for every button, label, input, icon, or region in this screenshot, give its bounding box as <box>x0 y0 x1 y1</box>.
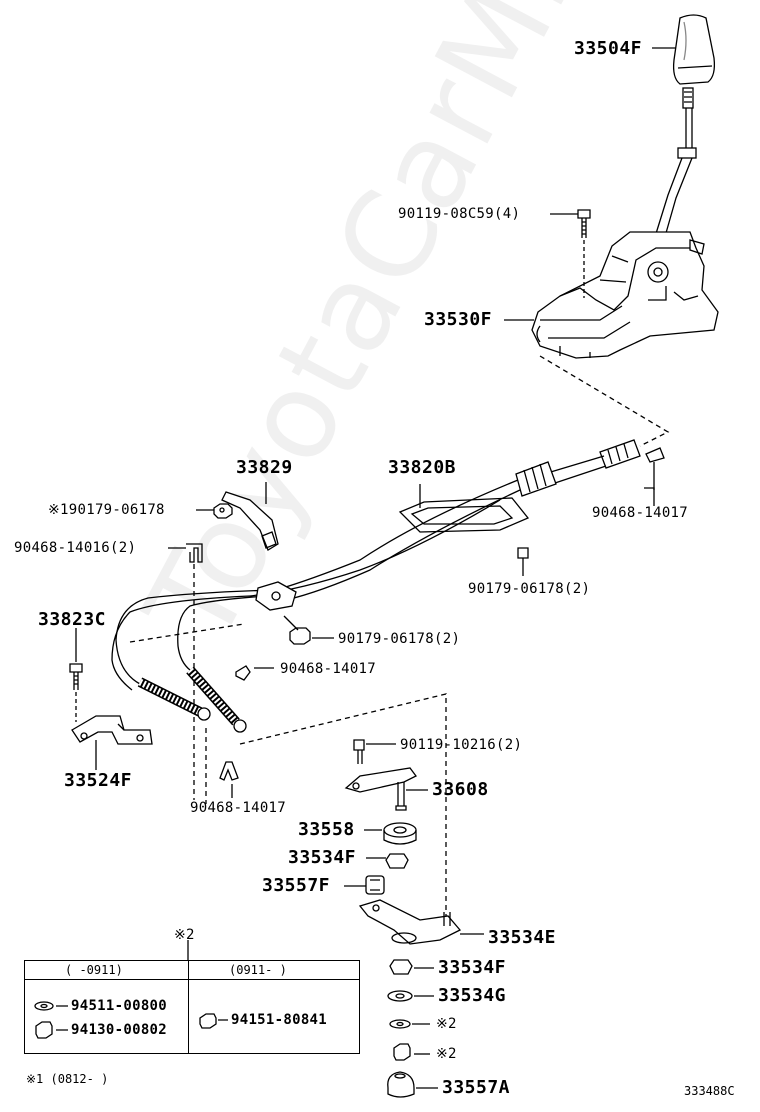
nut-right-part <box>517 547 529 576</box>
shift-knob-part <box>653 14 716 241</box>
bolt-lever-part <box>353 739 396 764</box>
bushing-33534f-a-part <box>366 853 409 869</box>
lever-33534e-part <box>358 899 484 945</box>
label-clip-right: 90468-14017 <box>592 505 689 521</box>
label-cable-assy: 33820B <box>388 457 457 478</box>
legend-header-row <box>25 961 359 980</box>
clip-bottom-part <box>219 761 239 798</box>
legend-divider <box>188 961 189 1053</box>
legend-col-right-header: (0911- ) <box>229 963 287 977</box>
legend-ref-mark: ※2 <box>174 927 195 943</box>
label-nut-ref2: ※2 <box>436 1046 457 1062</box>
label-clip-left: 90468-14016(2) <box>14 540 137 556</box>
legend-right-item-1: 94151-80841 <box>231 1012 328 1028</box>
label-clip-bottom: 90468-14017 <box>190 800 287 816</box>
label-washer-ref2: ※2 <box>436 1016 457 1032</box>
label-bracket-33524f: 33524F <box>64 770 133 791</box>
nut-star1-part <box>196 503 233 519</box>
leader-line <box>117 723 125 731</box>
bushing-33558-part <box>364 822 417 845</box>
cable-end-part <box>515 439 665 497</box>
label-retainer-33557f: 33557F <box>262 875 331 896</box>
label-shift-knob: 33504F <box>574 38 643 59</box>
washer-ref2-part <box>389 1019 430 1029</box>
leader-line <box>644 487 655 506</box>
label-nut-middle: 90179-06178(2) <box>338 631 461 647</box>
label-bolt-lever: 90119-10216(2) <box>400 737 523 753</box>
dashed-guide <box>129 623 447 930</box>
clip-middle-part <box>235 665 274 681</box>
mount-33557a-part <box>387 1071 438 1098</box>
shifter-housing-part <box>531 231 719 359</box>
lever-33608-part <box>344 767 428 811</box>
label-lever-33534e: 33534E <box>488 927 557 948</box>
legend-left-item-2: 94130-00802 <box>71 1022 168 1038</box>
label-bushing-33558: 33558 <box>298 819 355 840</box>
label-bolt-shifter: 90119-08C59(4) <box>398 206 521 222</box>
nut-middle-part <box>283 615 334 645</box>
figure-code: 333488C <box>684 1084 735 1098</box>
legend-left-item-1: 94511-00800 <box>71 998 168 1014</box>
label-clip-middle: 90468-14017 <box>280 661 377 677</box>
legend-table: ( -0911) (0911- ) 94511-00800 94130-0080… <box>24 960 360 1054</box>
bracket-33524f-part <box>71 715 153 770</box>
label-washer-33534g: 33534G <box>438 985 507 1006</box>
label-bracket-33829: 33829 <box>236 457 293 478</box>
label-mount-33557a: 33557A <box>442 1077 511 1098</box>
bushing-33534f-b-part <box>389 959 434 975</box>
label-bushing-33534f-b: 33534F <box>438 957 507 978</box>
bracket-33829-part <box>221 482 297 611</box>
label-nut-right: 90179-06178(2) <box>468 581 591 597</box>
label-bushing-33534f-a: 33534F <box>288 847 357 868</box>
label-lever-33608: 33608 <box>432 779 489 800</box>
footnote: ※1 (0812- ) <box>26 1072 109 1086</box>
legend-col-left-header: ( -0911) <box>65 963 123 977</box>
retainer-33557f-part <box>344 875 385 895</box>
label-nut-star1: ※190179-06178 <box>48 502 165 518</box>
label-shifter-housing: 33530F <box>424 309 493 330</box>
nut-ref2-part <box>393 1043 430 1061</box>
dashed-guide <box>539 355 670 447</box>
bolt-shifter-part <box>577 209 591 298</box>
legend-parts-icons <box>34 1001 228 1039</box>
cable-springs-part <box>137 666 247 733</box>
label-bracket-33823c: 33823C <box>38 609 107 630</box>
cable-plate-part <box>398 484 530 533</box>
bolt-33823c-part <box>69 628 83 722</box>
washer-33534g-part <box>387 990 434 1002</box>
